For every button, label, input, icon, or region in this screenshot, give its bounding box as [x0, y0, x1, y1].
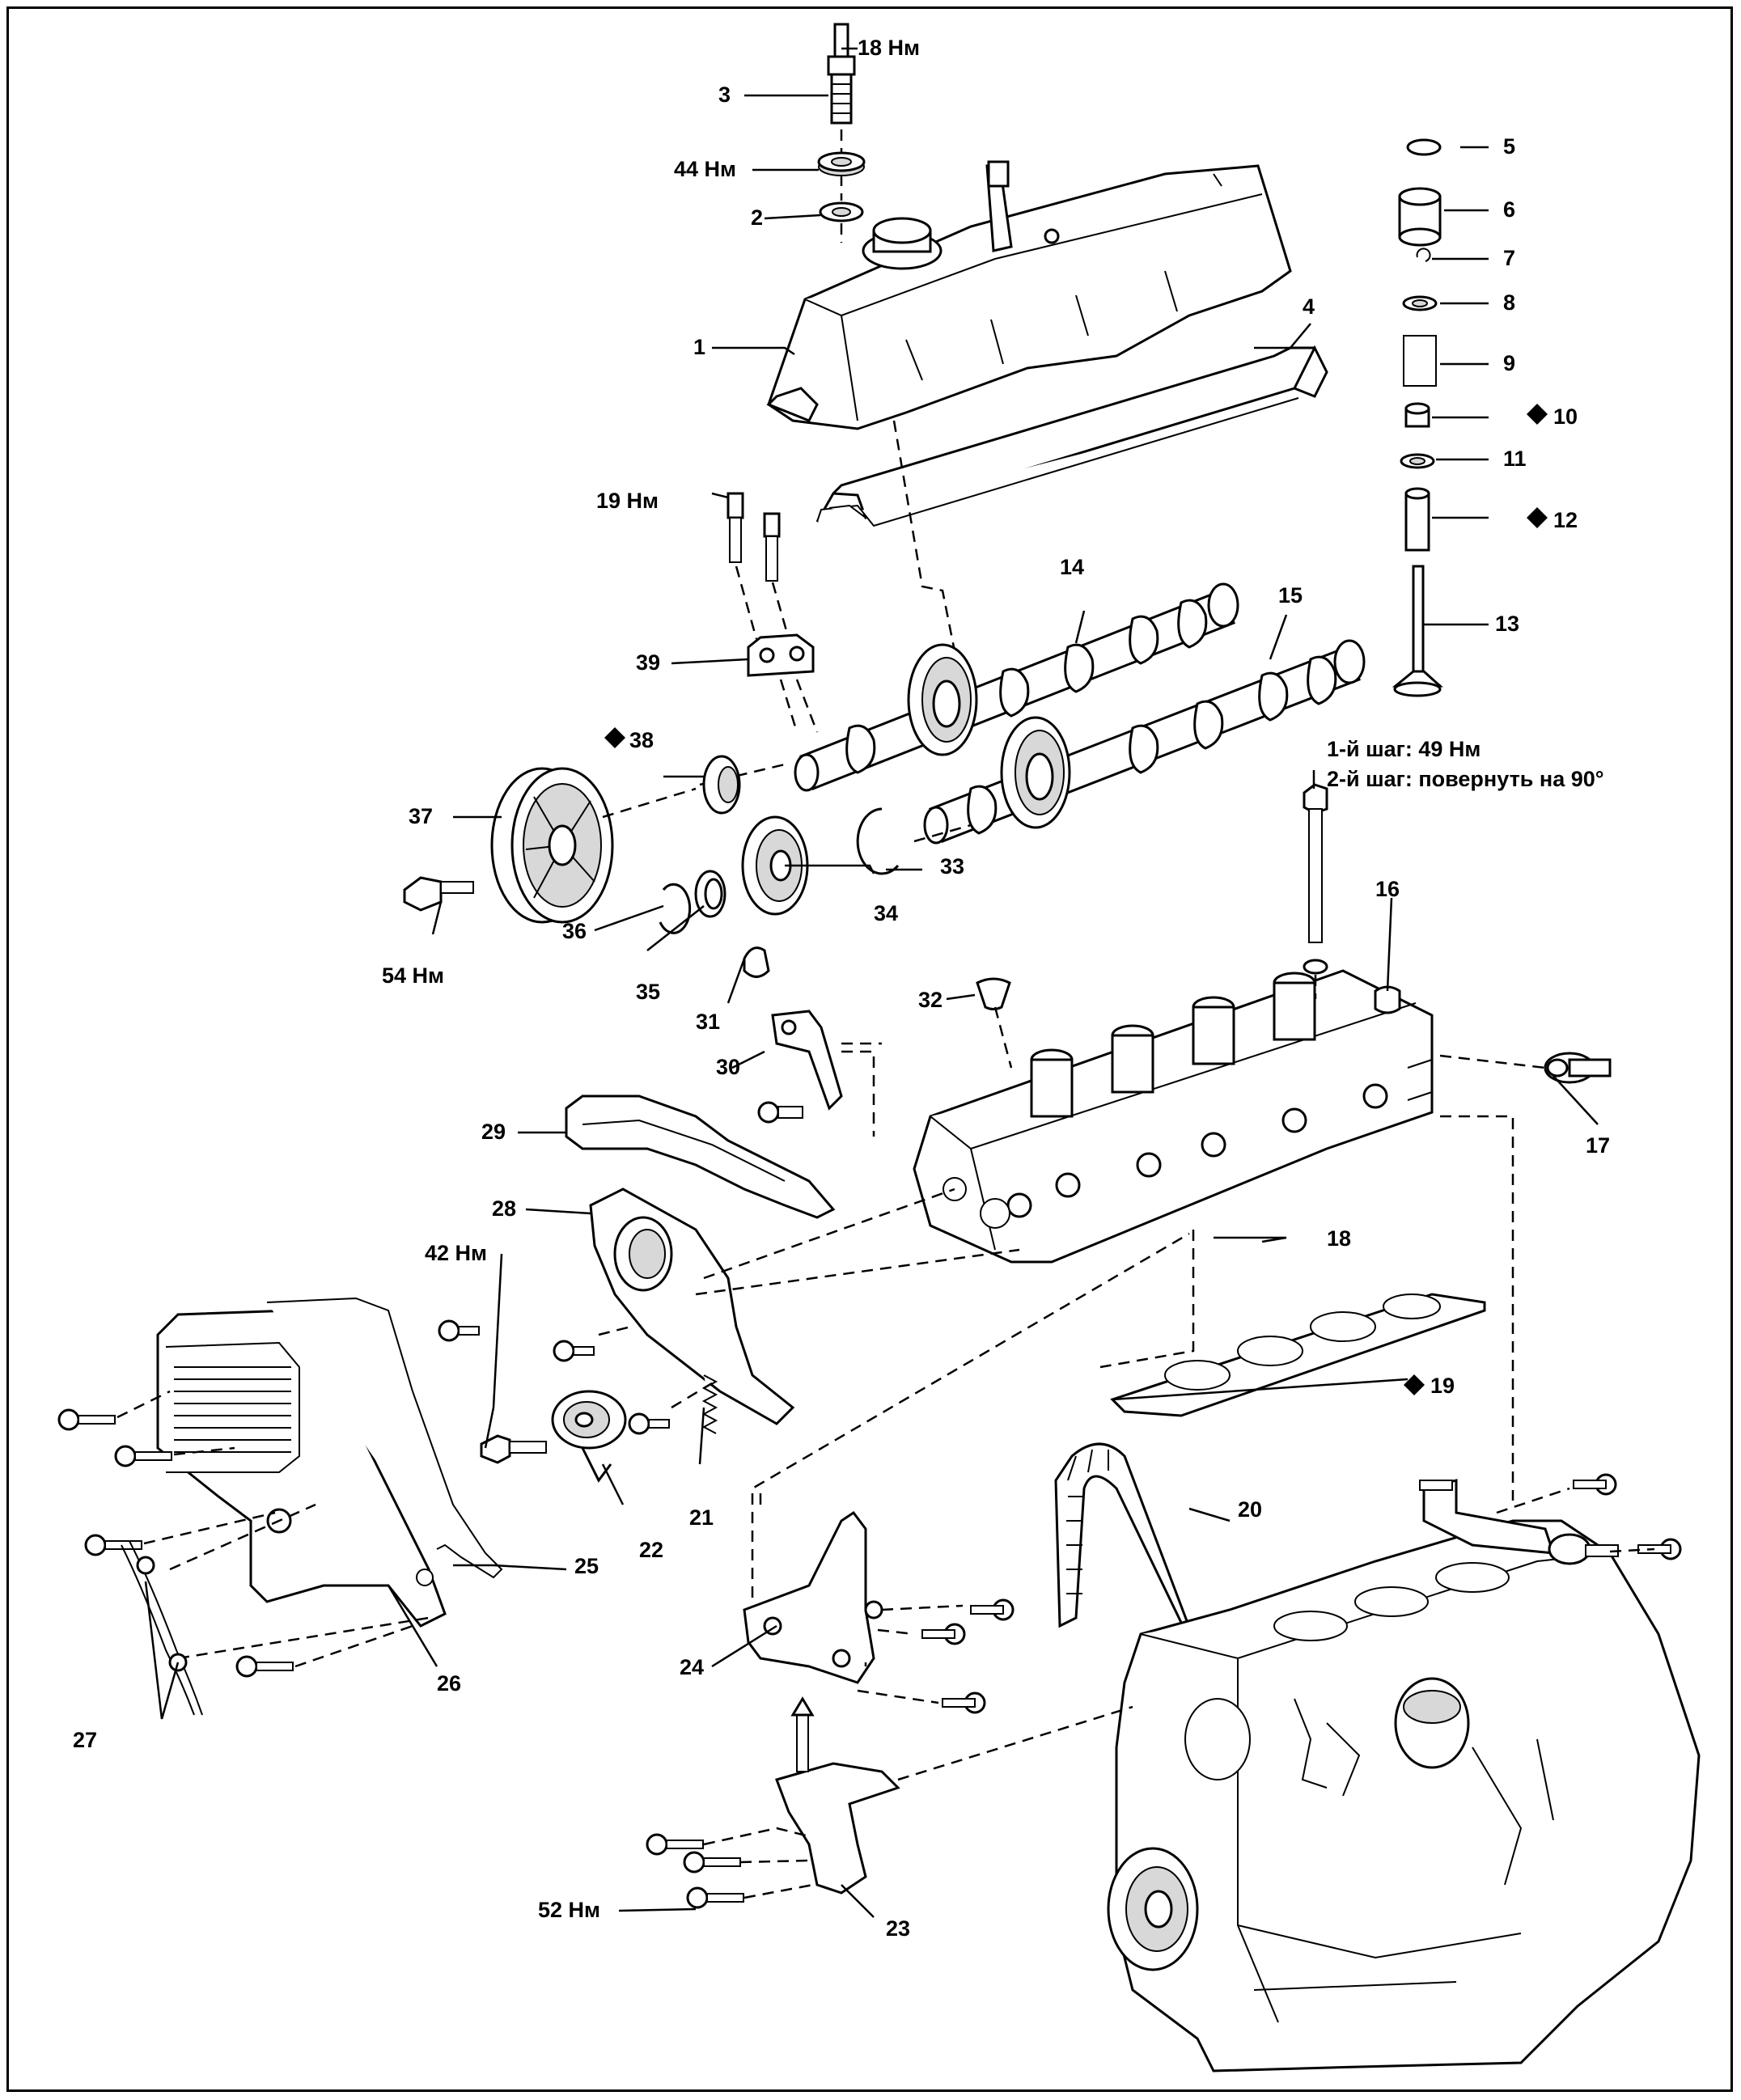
tensioner-pulley [551, 1390, 627, 1483]
label-torque-cover-bolt: 19 Нм [596, 489, 659, 513]
cover-gasket [815, 345, 1328, 527]
label-head-bolt-step2: 2-й шаг: повернуть на 90° [1327, 767, 1604, 791]
plug-nut [817, 151, 866, 176]
label-torque-spark-plug: 18 Нм [858, 36, 920, 60]
label-3: 3 [718, 83, 731, 107]
snap-ring-35 [694, 870, 726, 918]
label-24: 24 [680, 1655, 704, 1679]
cover-seal [266, 1297, 503, 1579]
label-5: 5 [1503, 134, 1515, 159]
label-19: 19 [1430, 1374, 1455, 1398]
cup-plug-16 [1374, 985, 1401, 1014]
bracket-30 [771, 1010, 843, 1111]
label-17: 17 [1586, 1133, 1610, 1158]
sub-gear [741, 815, 809, 916]
label-torque-pulley-bolt: 54 Нм [382, 963, 444, 988]
label-1: 1 [693, 335, 705, 359]
label-30: 30 [716, 1055, 740, 1079]
timing-cover-upper [565, 1094, 836, 1219]
snap-ring-36 [659, 883, 692, 934]
label-14: 14 [1060, 555, 1084, 579]
label-37: 37 [409, 804, 433, 828]
head-gasket [1110, 1293, 1486, 1417]
bracket-24 [743, 1510, 883, 1684]
bolt-small-3 [628, 1412, 670, 1435]
bracket-bolt-1 [970, 1598, 1015, 1621]
diagram-frame [6, 6, 1733, 2092]
label-16: 16 [1375, 877, 1400, 901]
cover-bolt-d [235, 1655, 294, 1678]
cylinder-head [913, 969, 1434, 1264]
bracket-bolt-3 [942, 1691, 986, 1714]
cylinder-head-cover [766, 160, 1292, 430]
label-34: 34 [874, 901, 898, 925]
label-22: 22 [639, 1538, 663, 1562]
bracket-bolt-2 [921, 1623, 966, 1645]
label-25: 25 [574, 1554, 599, 1578]
spark-plug [827, 23, 856, 125]
head-bolt [1303, 783, 1328, 975]
label-11: 11 [1503, 447, 1527, 471]
camshaft-14 [794, 582, 1239, 792]
label-13: 13 [1495, 612, 1519, 636]
label-29: 29 [481, 1120, 506, 1144]
label-torque-bracket: 52 Нм [538, 1898, 600, 1922]
label-32: 32 [918, 988, 943, 1012]
label-8: 8 [1503, 290, 1515, 315]
label-33: 33 [940, 854, 964, 879]
label-27: 27 [73, 1728, 97, 1752]
label-18: 18 [1327, 1226, 1351, 1251]
bracket-bolt-a [646, 1833, 704, 1856]
label-38: 38 [629, 728, 654, 752]
label-10: 10 [1553, 404, 1578, 429]
label-35: 35 [636, 980, 660, 1004]
label-torque-tensioner: 42 Нм [425, 1241, 487, 1265]
valve-assembly [1392, 138, 1443, 697]
engine-block [1107, 1519, 1701, 2072]
pulley-bolt [403, 876, 474, 912]
timing-cover-mid [589, 1188, 795, 1425]
label-15: 15 [1278, 583, 1303, 608]
oil-seal [702, 755, 741, 815]
label-23: 23 [886, 1916, 910, 1941]
label-9: 9 [1503, 351, 1515, 375]
label-6: 6 [1503, 197, 1515, 222]
bolt-small-1 [438, 1319, 480, 1342]
label-26: 26 [437, 1671, 461, 1696]
bracket-bolt-b [683, 1851, 741, 1873]
bracket-23 [775, 1696, 900, 1895]
label-21: 21 [689, 1505, 714, 1530]
pipe-bolt-1 [1573, 1473, 1617, 1496]
label-31: 31 [696, 1010, 720, 1034]
tensioner-bolt [480, 1434, 547, 1464]
pipe-bolt-2 [1637, 1538, 1682, 1560]
label-7: 7 [1503, 246, 1515, 270]
cover-bolt-b [114, 1445, 172, 1467]
label-28: 28 [492, 1196, 516, 1221]
wire-harness [121, 1540, 203, 1716]
label-36: 36 [562, 919, 587, 943]
clip-31 [743, 946, 770, 978]
cover-bolts [726, 492, 781, 582]
bearing-cap [747, 633, 815, 677]
cover-bolt-a [57, 1408, 116, 1431]
sensor-17 [1544, 1052, 1612, 1084]
label-2: 2 [751, 205, 763, 230]
label-12: 12 [1553, 508, 1578, 532]
camshaft-15 [923, 639, 1366, 845]
label-torque-plug-nut: 44 Нм [674, 157, 736, 181]
label-4: 4 [1303, 294, 1315, 319]
timing-cover-lower [156, 1309, 447, 1628]
label-head-bolt-step1: 1-й шаг: 49 Нм [1327, 737, 1480, 761]
bracket-bolt-c [686, 1886, 744, 1909]
bolt-small-2 [553, 1340, 595, 1362]
cup-plug-32 [976, 977, 1011, 1010]
snap-ring-33 [856, 807, 900, 875]
cam-pulley [490, 767, 614, 924]
washer-2 [819, 201, 864, 222]
label-20: 20 [1238, 1497, 1262, 1522]
cover-bolt-c [84, 1534, 142, 1556]
label-39: 39 [636, 650, 660, 675]
